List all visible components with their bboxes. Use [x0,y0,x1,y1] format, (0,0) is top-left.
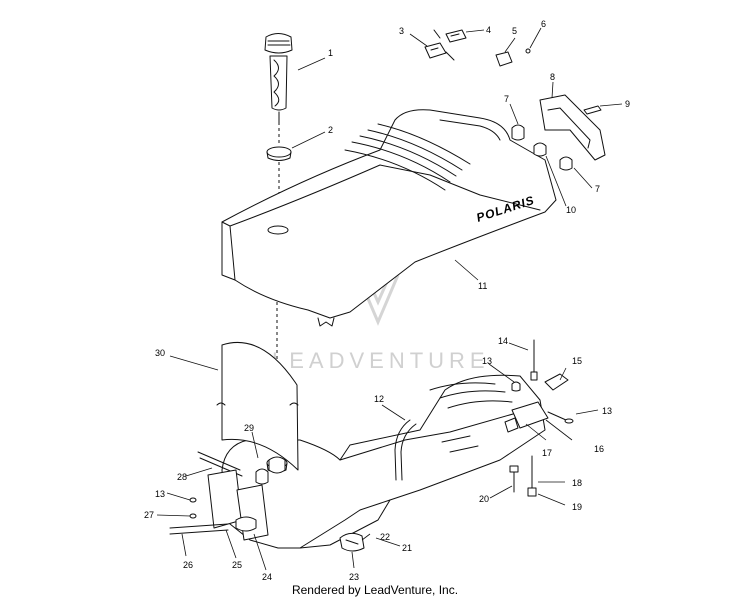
callout-label: 14 [498,336,508,346]
fuel-tank [221,374,546,549]
callout-label: 18 [572,478,582,488]
callout-label: 6 [541,19,546,29]
callout-label: 23 [349,572,359,582]
leadventure-watermark: LEADVENTURE [272,252,490,373]
callout-label: 24 [262,572,272,582]
callout-label: 9 [625,99,630,109]
callout-label: 29 [244,423,254,433]
callout-label: 10 [566,205,576,215]
callout-label: 28 [177,472,187,482]
tank-brackets [504,373,574,433]
bolts [509,339,538,497]
watermark-text: LEADVENTURE [272,348,490,373]
callout-label: 11 [478,281,487,291]
seat: POLARIS [221,109,557,327]
callout-label: 21 [402,543,412,553]
callout-label: 20 [479,494,489,504]
callout-label: 17 [542,448,552,458]
callout-label: 25 [232,560,242,570]
callout-label: 13 [155,489,165,499]
callouts: 1 2 3 4 5 6 7 8 9 7 10 11 14 15 13 13 12… [144,19,630,582]
callout-label: 16 [594,444,604,454]
vent-hose [394,419,417,481]
callout-label: 26 [183,560,193,570]
callout-label: 7 [595,184,600,194]
fuel-filter-assembly [169,451,286,541]
callout-label: 12 [374,394,384,404]
callout-label: 15 [572,356,582,366]
callout-label: 2 [328,125,333,135]
render-credit: Rendered by LeadVenture, Inc. [292,583,458,597]
small-plates [424,29,531,67]
callout-label: 19 [572,502,582,512]
fuel-sender [339,532,365,552]
callout-label: 13 [482,356,492,366]
grommet [266,146,292,161]
callout-label: 3 [399,26,404,36]
callout-label: 8 [550,72,555,82]
filler-neck [264,33,293,123]
latch-bracket [511,94,606,171]
callout-label: 1 [328,48,333,58]
callout-label: 30 [155,348,165,358]
callout-label: 22 [380,532,390,542]
heat-shield [216,341,299,471]
callout-label: 7 [504,94,509,104]
callout-label: 27 [144,510,154,520]
callout-label: 5 [512,26,517,36]
callout-label: 4 [486,25,491,35]
callout-label: 13 [602,406,612,416]
